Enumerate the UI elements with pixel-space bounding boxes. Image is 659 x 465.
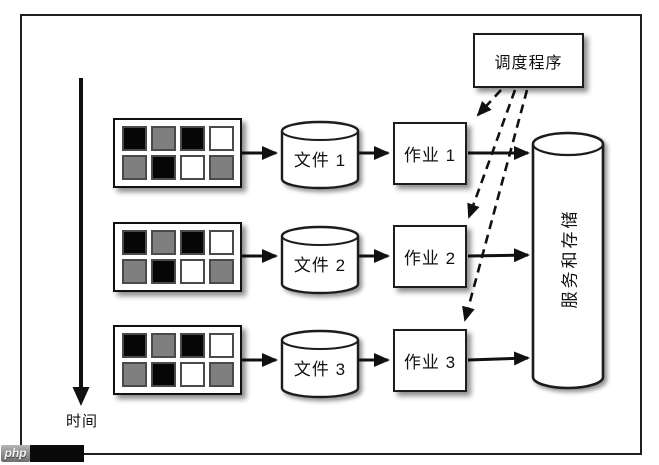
scheduler-box: 调度程序: [473, 33, 584, 88]
file-cylinder-1: [280, 120, 360, 190]
block-cell-gray: [208, 362, 234, 387]
file1-label: 文件 1: [293, 151, 347, 170]
job3-label: 作业 3: [403, 353, 457, 372]
job2-label: 作业 2: [403, 249, 457, 268]
arrow-scheduler-to-job1: [476, 89, 502, 117]
scheduler-arrows: [462, 89, 529, 322]
block-cell-gray: [150, 230, 176, 255]
php-watermark-logo: php: [1, 445, 30, 462]
scheduler-label: 调度程序: [494, 54, 563, 72]
block-cell-white: [208, 230, 234, 255]
block-cell-black: [150, 155, 176, 180]
file3-label: 文件 3: [293, 360, 347, 379]
block-cell-black: [179, 230, 205, 255]
data-blocks-grid-3: [113, 325, 242, 395]
file-cylinder-2: [280, 225, 360, 295]
time-axis-label: 时间: [65, 413, 98, 430]
job2-box: 作业 2: [393, 225, 467, 288]
block-cell-white: [208, 333, 234, 358]
arrow-job2-to-storage: [467, 248, 530, 263]
arrow-scheduler-to-job2: [467, 89, 517, 219]
file2-label: 文件 2: [293, 256, 347, 275]
block-cell-black: [121, 230, 147, 255]
block-cell-gray: [121, 362, 147, 387]
block-cell-white: [179, 155, 205, 180]
block-cell-white: [179, 362, 205, 387]
block-cell-gray: [121, 259, 147, 284]
time-axis-arrow: [72, 78, 90, 406]
block-cell-white: [208, 126, 234, 151]
arrow-job3-to-storage: [467, 351, 530, 366]
block-cell-black: [150, 362, 176, 387]
arrow-scheduler-to-job3: [462, 89, 529, 322]
block-cell-gray: [208, 155, 234, 180]
storage-cylinder: [531, 131, 605, 390]
block-cell-gray: [208, 259, 234, 284]
block-cell-gray: [150, 126, 176, 151]
block-cell-black: [179, 333, 205, 358]
block-cell-gray: [121, 155, 147, 180]
storage-cylinder-label-wrap: 服务和存储: [533, 133, 603, 383]
block-cell-black: [121, 333, 147, 358]
block-cell-black: [121, 126, 147, 151]
block-cell-black: [150, 259, 176, 284]
file-cylinder-3: [280, 329, 360, 399]
block-cell-black: [179, 126, 205, 151]
job1-box: 作业 1: [393, 122, 467, 185]
job3-box: 作业 3: [393, 329, 467, 392]
watermark-black-bar: [30, 445, 84, 462]
block-cell-white: [179, 259, 205, 284]
data-blocks-grid-1: [113, 118, 242, 188]
job1-label: 作业 1: [403, 146, 457, 165]
data-blocks-grid-2: [113, 222, 242, 292]
block-cell-gray: [150, 333, 176, 358]
storage-label: 服务和存储: [560, 208, 580, 308]
flow-arrows: [242, 146, 530, 367]
